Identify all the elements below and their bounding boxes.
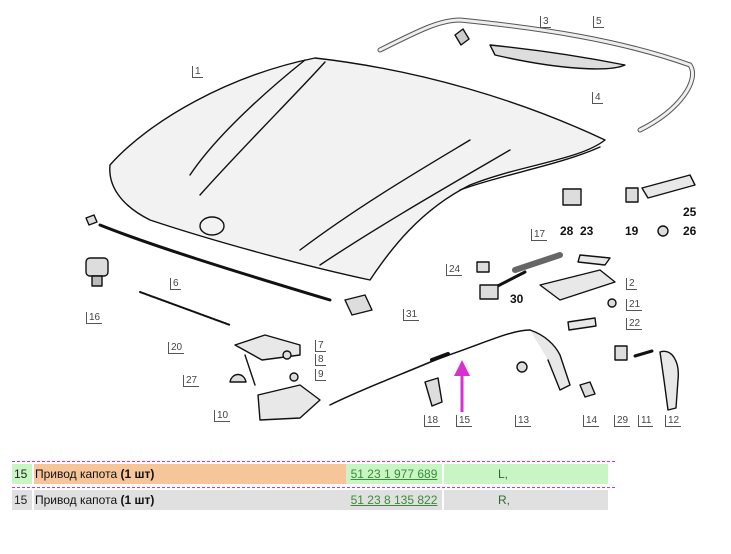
callout-29[interactable]: 29 bbox=[614, 415, 631, 427]
part-qty: (1 шт) bbox=[120, 493, 155, 507]
spacer-cell bbox=[444, 464, 498, 484]
callout-18[interactable]: 18 bbox=[424, 415, 441, 427]
buffer-drawing bbox=[229, 373, 247, 383]
callout-23[interactable]: 23 bbox=[580, 224, 594, 238]
hinge-drawing bbox=[476, 252, 617, 331]
callout-7[interactable]: 7 bbox=[315, 340, 326, 352]
table-row[interactable]: 15 Привод капота (1 шт) 51 23 8 135 822 … bbox=[12, 490, 608, 510]
callout-24[interactable]: 24 bbox=[446, 264, 463, 276]
part-name: Привод капота bbox=[35, 467, 118, 481]
callout-8[interactable]: 8 bbox=[315, 354, 326, 366]
callout-2[interactable]: 2 bbox=[626, 278, 637, 290]
release-lever-drawing bbox=[516, 329, 596, 398]
parts-diagram bbox=[85, 17, 696, 421]
callout-25[interactable]: 25 bbox=[683, 205, 697, 219]
row-separator-middle bbox=[12, 487, 615, 488]
clip-19-drawing bbox=[625, 187, 639, 203]
callout-20[interactable]: 20 bbox=[168, 342, 185, 354]
callout-27[interactable]: 27 bbox=[183, 375, 200, 387]
callout-11[interactable]: 11 bbox=[638, 415, 654, 427]
callout-5[interactable]: 5 bbox=[593, 16, 604, 28]
callout-9[interactable]: 9 bbox=[315, 369, 326, 381]
part-number-link[interactable]: 51 23 1 977 689 bbox=[346, 464, 442, 484]
hood-panel-drawing bbox=[109, 57, 606, 281]
callout-14[interactable]: 14 bbox=[583, 415, 600, 427]
bracket-25-drawing bbox=[641, 174, 696, 199]
hood-latch-drawing bbox=[234, 334, 321, 421]
sleeve-29-drawing bbox=[614, 345, 628, 361]
hood-stop-drawing bbox=[344, 294, 373, 316]
bolt-26-drawing bbox=[657, 225, 669, 237]
callout-4[interactable]: 4 bbox=[592, 92, 603, 104]
callout-21[interactable]: 21 bbox=[626, 299, 643, 311]
part-number-link[interactable]: 51 23 8 135 822 bbox=[346, 490, 442, 510]
seal-rod-drawing bbox=[98, 223, 332, 302]
pin-18-drawing bbox=[424, 377, 443, 407]
row-index: 15 bbox=[12, 464, 32, 484]
spacer-cell bbox=[444, 490, 498, 510]
screw-11-drawing bbox=[633, 349, 654, 358]
rod-20-drawing bbox=[139, 291, 231, 326]
callout-22[interactable]: 22 bbox=[626, 318, 643, 330]
part-name-cell: Привод капота (1 шт) bbox=[34, 490, 352, 510]
callout-3[interactable]: 3 bbox=[540, 16, 551, 28]
callout-6[interactable]: 6 bbox=[170, 278, 181, 290]
part-name-cell: Привод капота (1 шт) bbox=[34, 464, 352, 484]
clip-drawing bbox=[85, 214, 98, 226]
part-note: R, bbox=[498, 490, 608, 510]
callout-28[interactable]: 28 bbox=[560, 224, 574, 238]
part-note: L, bbox=[498, 464, 608, 484]
callout-17[interactable]: 17 bbox=[531, 229, 548, 241]
callout-15[interactable]: 15 bbox=[456, 415, 473, 427]
callout-12[interactable]: 12 bbox=[665, 415, 682, 427]
row-index: 15 bbox=[12, 490, 32, 510]
seal-strip-drawing bbox=[377, 17, 695, 133]
row-separator-top bbox=[12, 461, 615, 462]
callout-31[interactable]: 31 bbox=[403, 309, 420, 321]
callout-16[interactable]: 16 bbox=[86, 312, 103, 324]
callout-30[interactable]: 30 bbox=[510, 292, 524, 306]
part-name: Привод капота bbox=[35, 493, 118, 507]
callout-10[interactable]: 10 bbox=[214, 410, 231, 422]
bump-stop-drawing bbox=[85, 257, 109, 287]
part-qty: (1 шт) bbox=[120, 467, 155, 481]
callout-26[interactable]: 26 bbox=[683, 224, 697, 238]
callout-1[interactable]: 1 bbox=[192, 66, 203, 78]
highlight-arrow bbox=[454, 360, 470, 412]
table-row[interactable]: 15 Привод капота (1 шт) 51 23 1 977 689 … bbox=[12, 464, 608, 484]
callout-13[interactable]: 13 bbox=[515, 415, 532, 427]
block-28-drawing bbox=[562, 188, 582, 206]
callout-19[interactable]: 19 bbox=[625, 224, 639, 238]
handle-12-drawing bbox=[659, 350, 679, 411]
